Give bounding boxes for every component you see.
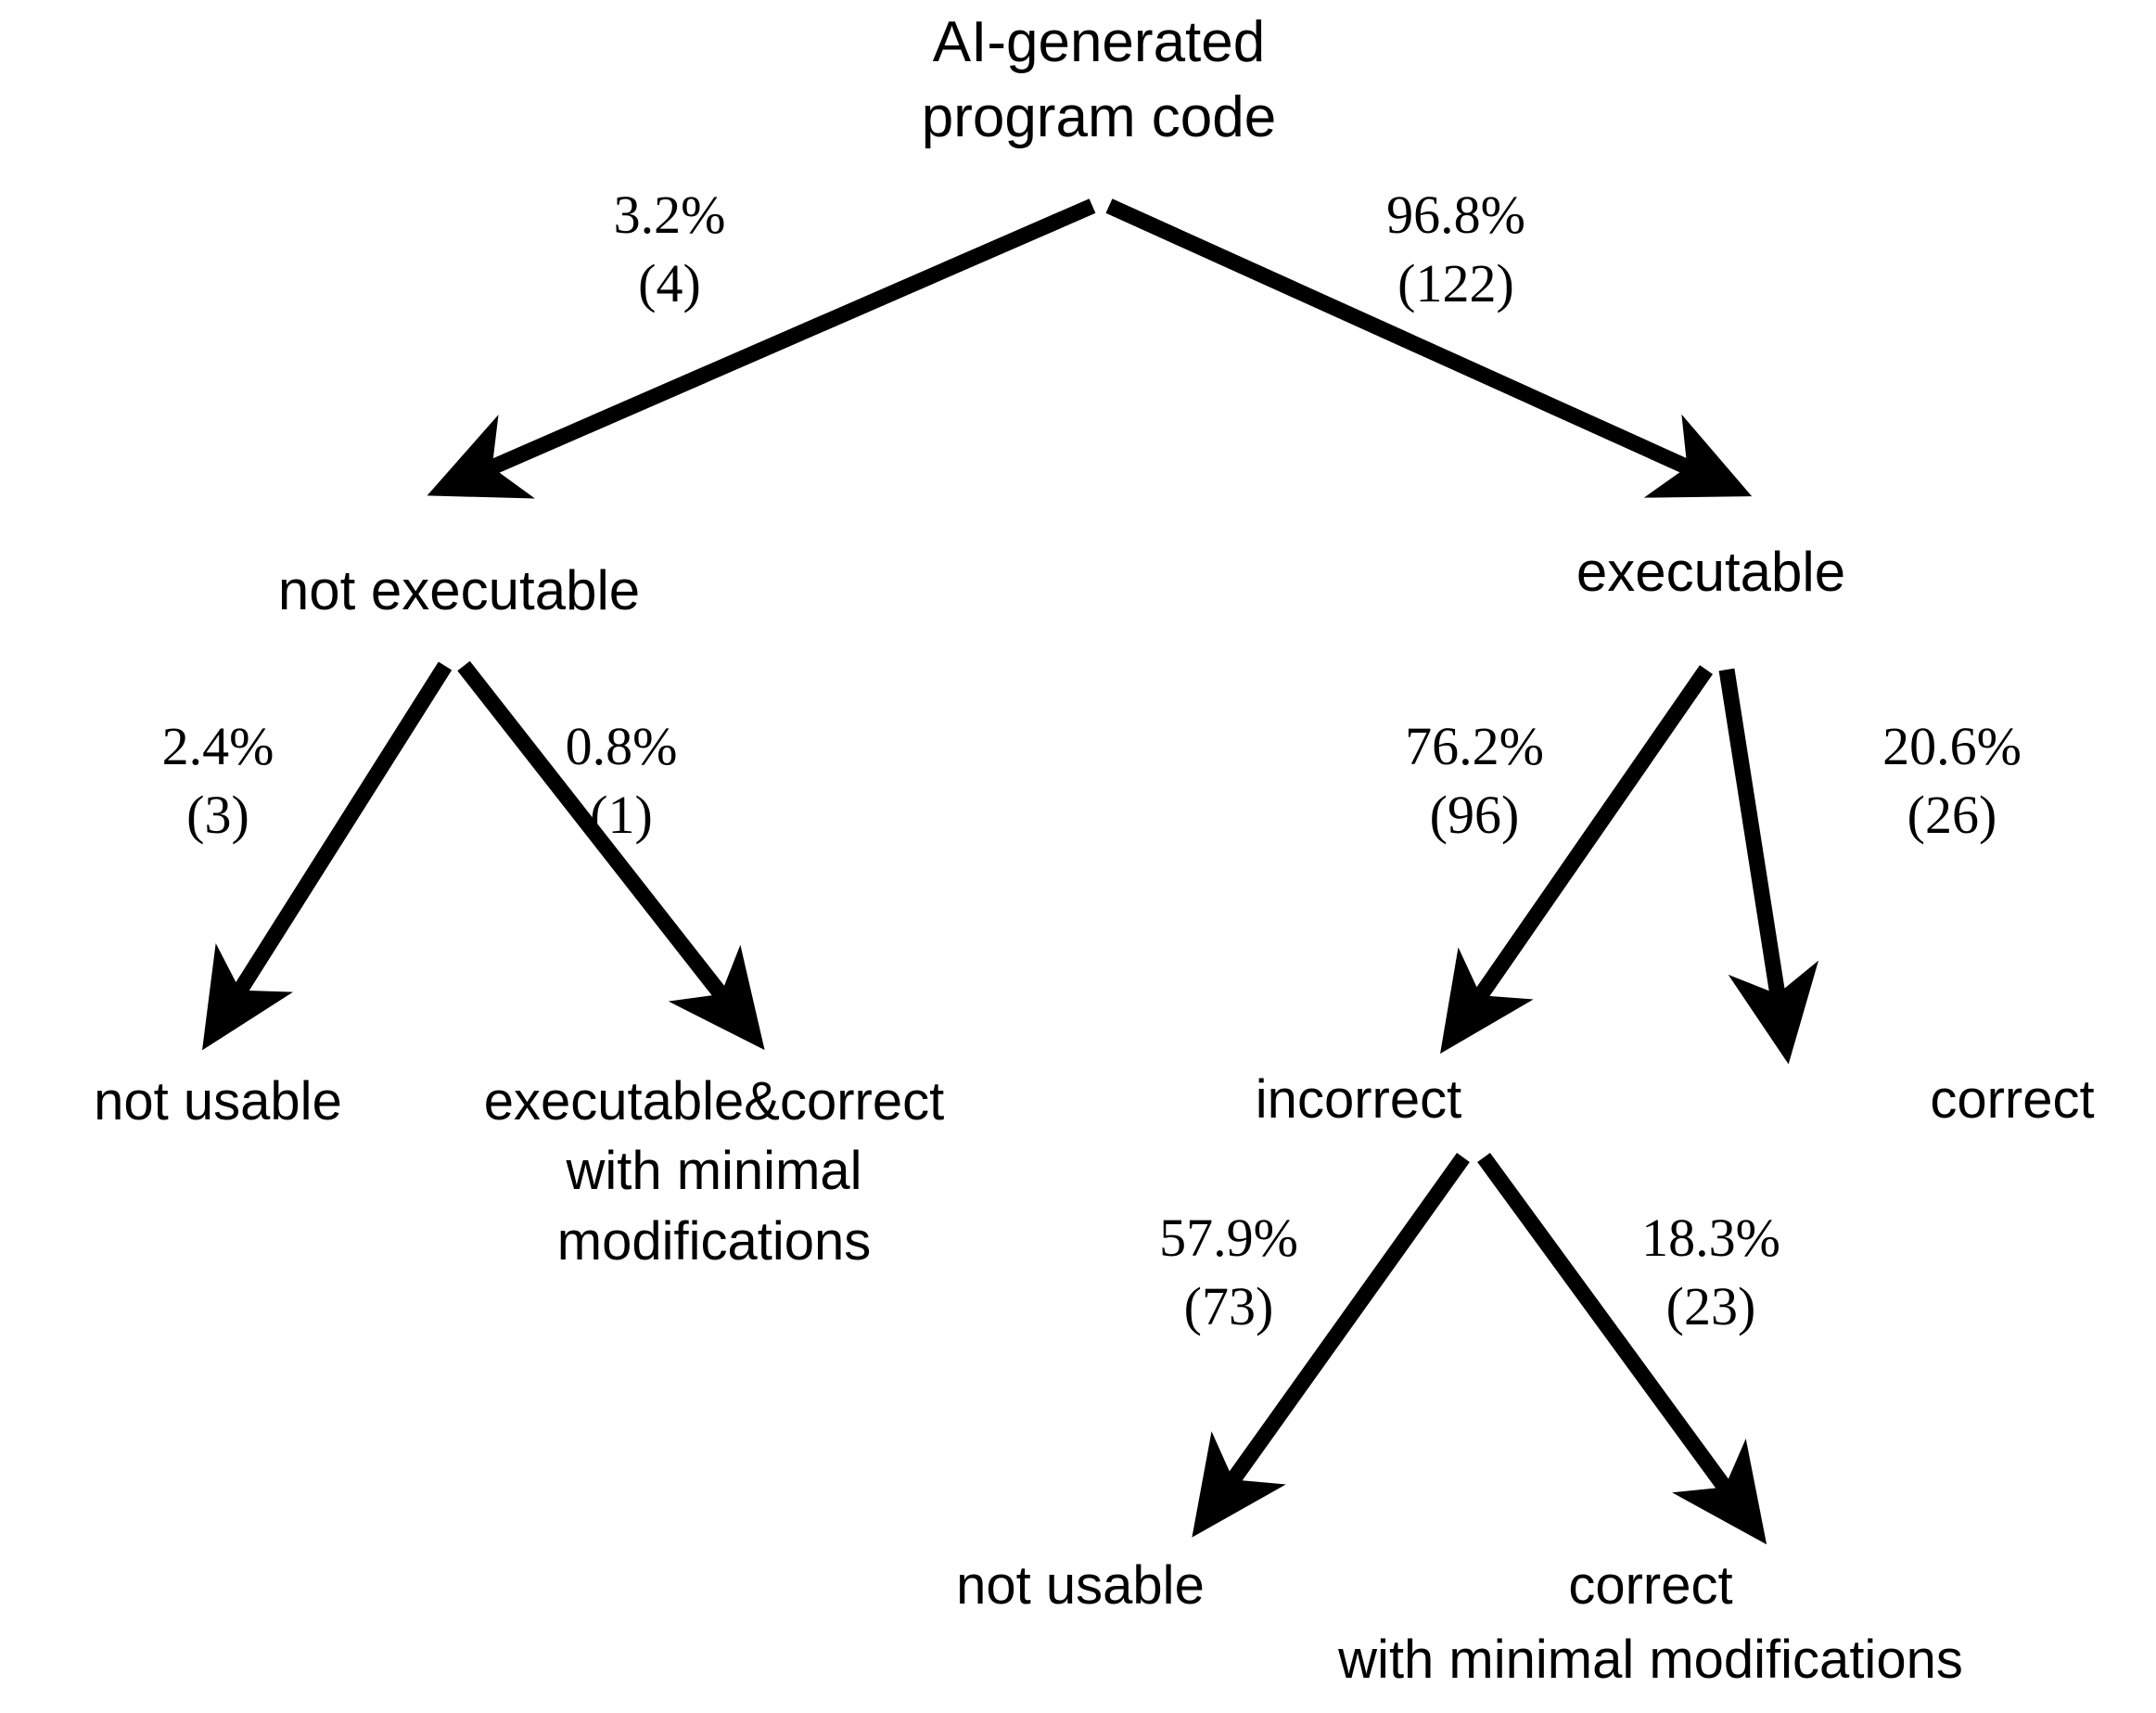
edge-count: (3): [186, 785, 249, 846]
edge-label-not-executable-to-exec-correct-minimal: 0.8% (1): [496, 712, 746, 850]
edge-label-incorrect-to-correct-minimal: 18.3% (23): [1576, 1204, 1845, 1341]
edge-percent: 18.3%: [1641, 1208, 1780, 1268]
node-not-usable-bottom-label: not usable: [956, 1555, 1205, 1616]
node-executable-correct-minimal: executable&correct with minimal modifica…: [371, 1067, 1057, 1276]
arrow-executable-to-correct: [1718, 668, 1819, 1065]
edge-count: (96): [1429, 785, 1520, 846]
edge-percent: 76.2%: [1405, 716, 1544, 776]
node-executable-label: executable: [1576, 541, 1846, 603]
edge-count: (4): [638, 253, 701, 314]
edge-count: (73): [1183, 1276, 1274, 1337]
node-executable-correct-minimal-line1: executable&correct: [483, 1071, 945, 1131]
edge-label-executable-to-correct: 20.6% (26): [1818, 712, 2086, 850]
node-correct-right: correct: [1818, 1065, 2156, 1134]
edge-percent: 20.6%: [1882, 716, 2022, 776]
node-root-line1: AI-generated: [932, 10, 1266, 74]
node-not-usable-left: not usable: [0, 1067, 440, 1136]
node-not-executable: not executable: [172, 555, 746, 627]
node-incorrect-label: incorrect: [1255, 1069, 1462, 1130]
edge-label-root-to-not-executable: 3.2% (4): [549, 181, 790, 318]
edge-percent: 2.4%: [161, 716, 274, 776]
edge-label-incorrect-to-not-usable: 57.9% (73): [1094, 1204, 1363, 1341]
edge-percent: 57.9%: [1159, 1208, 1298, 1268]
node-correct-minimal-bottom-line1: correct: [1456, 1551, 1845, 1620]
node-correct-minimal-bottom-correct: correct: [1568, 1555, 1733, 1616]
edge-percent: 0.8%: [565, 716, 678, 776]
edge-count: (23): [1665, 1276, 1756, 1337]
edge-label-not-executable-to-not-usable: 2.4% (3): [93, 712, 343, 850]
node-not-usable-left-label: not usable: [94, 1071, 342, 1131]
edge-percent: 96.8%: [1386, 185, 1525, 245]
node-executable-correct-minimal-line3: modifications: [556, 1210, 872, 1272]
edge-count: (26): [1907, 785, 1997, 846]
node-executable-correct-minimal-line2: with minimal: [566, 1141, 862, 1202]
node-incorrect: incorrect: [1164, 1065, 1553, 1134]
node-correct-minimal-bottom-line2: with minimal modifications: [1136, 1625, 2156, 1694]
node-root-line2: program code: [921, 84, 1277, 149]
node-root: AI-generated program code: [839, 6, 1359, 155]
edge-count: (1): [590, 785, 653, 846]
node-correct-right-label: correct: [1930, 1069, 2095, 1130]
node-not-usable-bottom: not usable: [858, 1551, 1303, 1620]
edge-percent: 3.2%: [613, 185, 726, 245]
node-executable: executable: [1423, 536, 1998, 608]
node-correct-minimal-bottom-modifications: with minimal modifications: [1338, 1630, 1963, 1690]
edge-count: (122): [1397, 253, 1514, 314]
node-not-executable-label: not executable: [277, 559, 641, 621]
edge-label-executable-to-incorrect: 76.2% (96): [1340, 712, 1609, 850]
edge-label-root-to-executable: 96.8% (122): [1298, 181, 1614, 318]
